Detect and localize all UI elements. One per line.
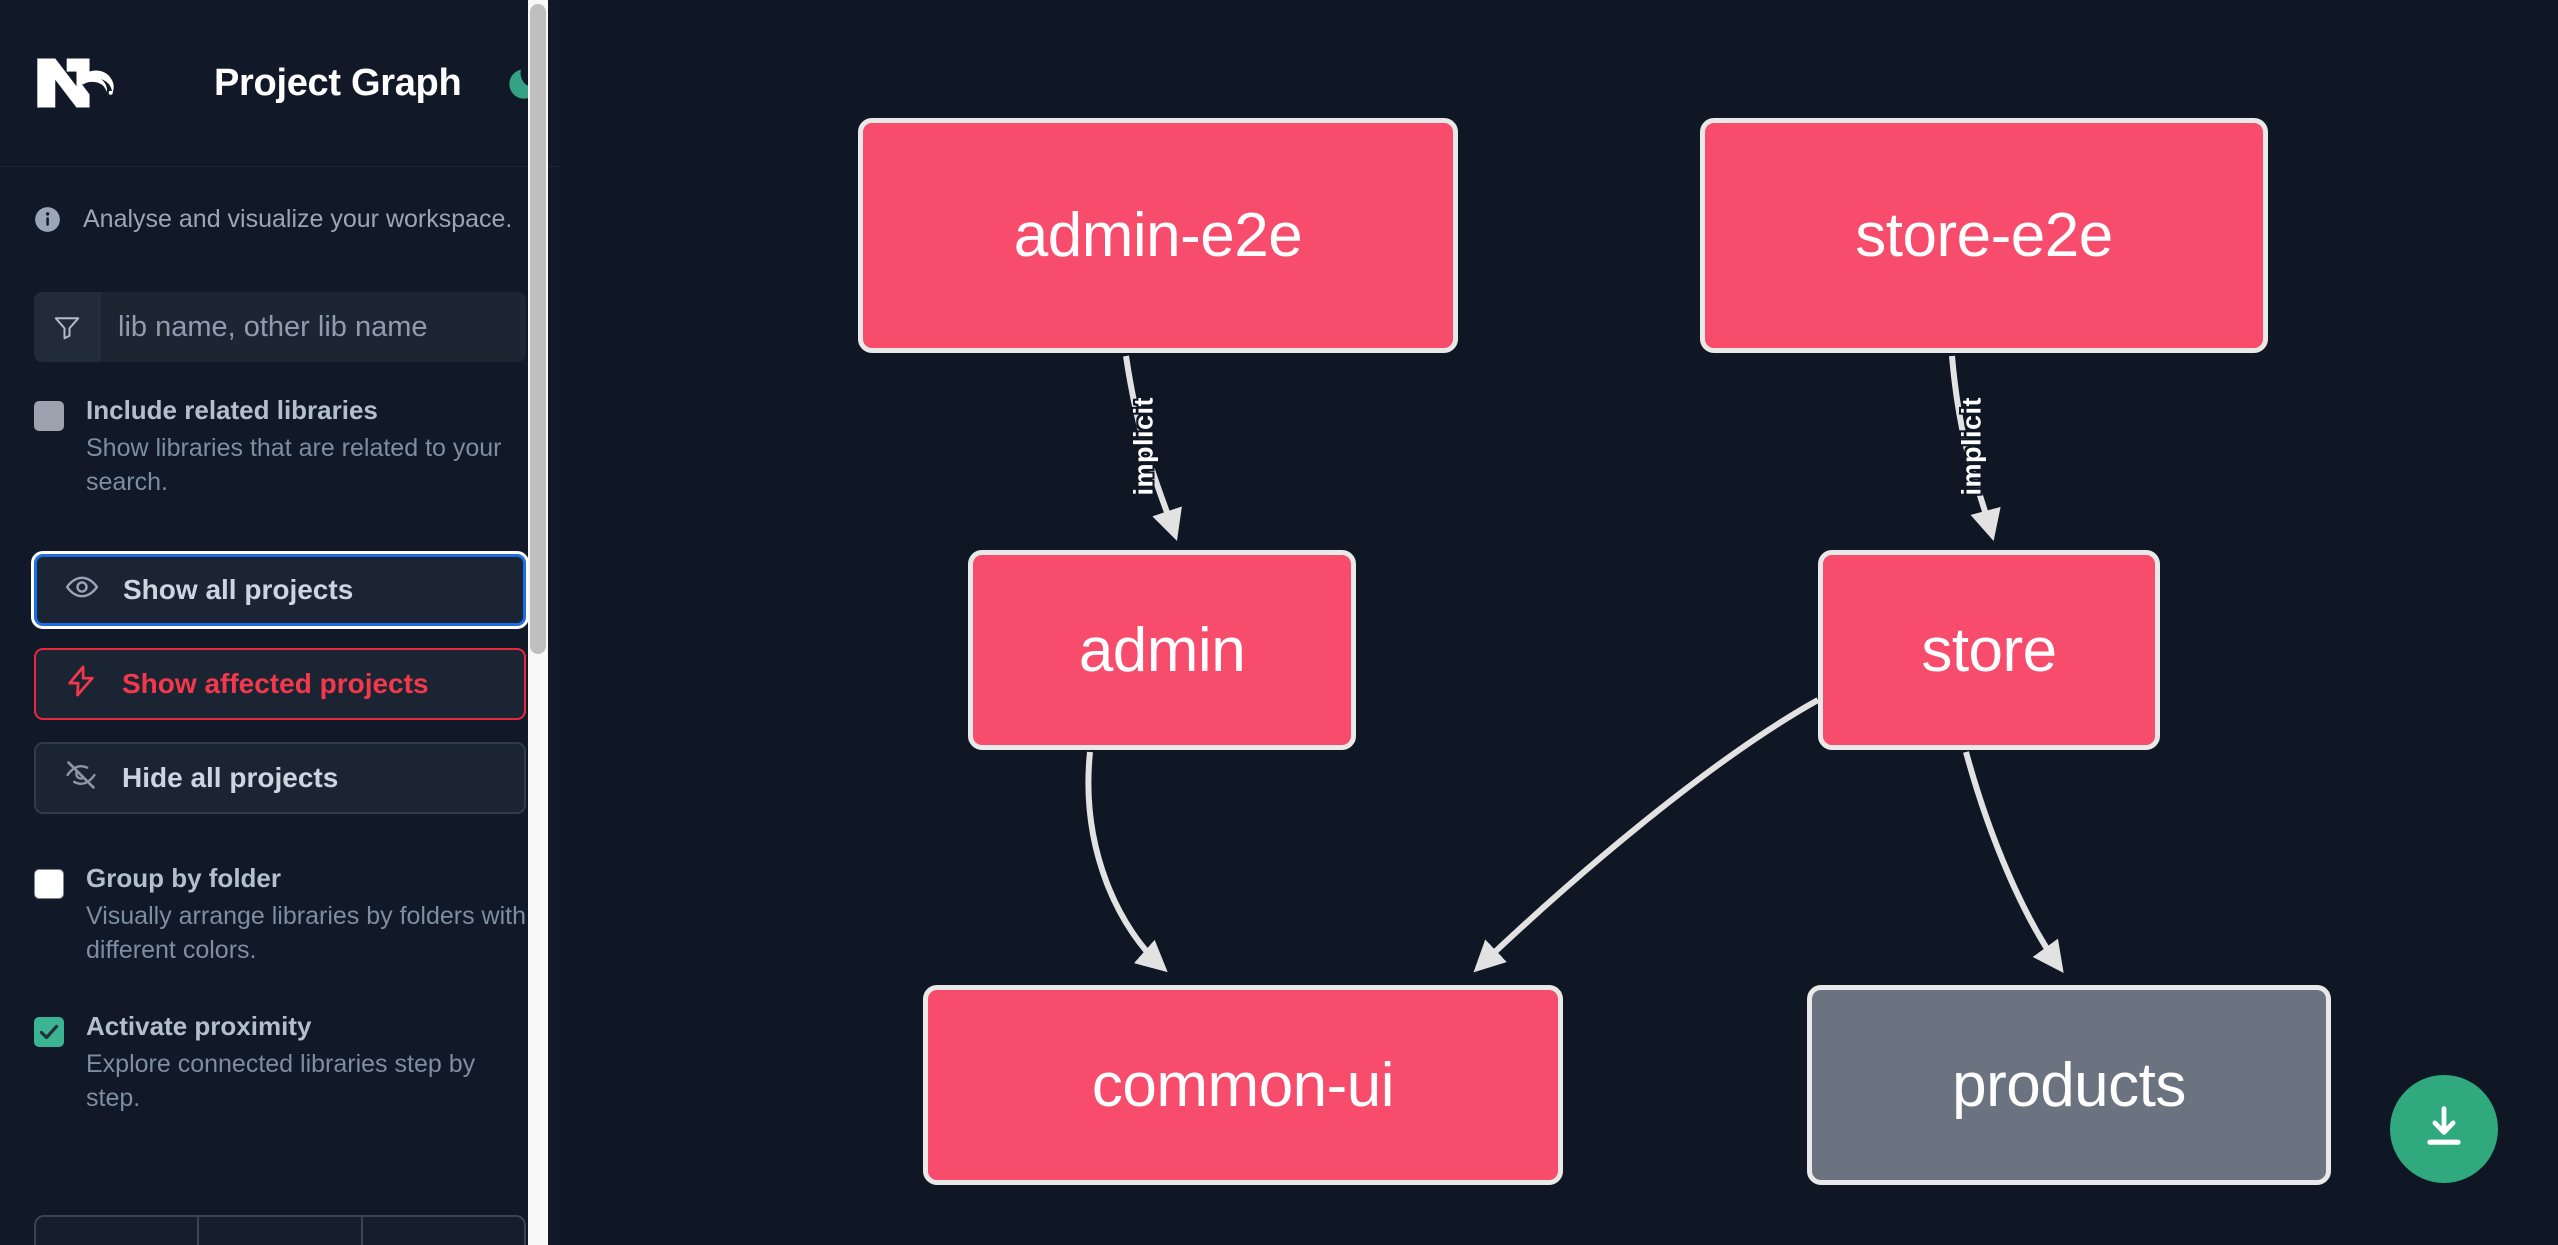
lightning-bolt-icon	[64, 664, 98, 703]
checkbox-row-group-by-folder[interactable]: Group by folder Visually arrange librari…	[34, 862, 527, 968]
sidebar: Project Graph Analyse and visualize your…	[0, 0, 560, 1245]
info-icon	[34, 206, 61, 233]
group-by-folder-label: Group by folder	[86, 862, 281, 893]
download-icon	[2418, 1101, 2470, 1158]
show-affected-projects-button[interactable]: Show affected projects	[34, 647, 526, 720]
show-all-projects-button[interactable]: Show all projects	[31, 550, 529, 629]
edge-label-store-e2e-to-store: implicit	[1956, 396, 1987, 496]
include-related-libraries-label: Include related libraries	[86, 395, 378, 425]
graph-edges	[1085, 355, 2064, 974]
eye-off-icon	[64, 758, 98, 797]
graph-node-admin-e2e[interactable]: admin-e2e	[858, 118, 1458, 353]
edge-store-to-products	[1963, 751, 2064, 974]
edge-store-to-common-ui	[1473, 697, 1820, 973]
activate-proximity-label: Activate proximity	[86, 1010, 312, 1041]
graph-node-label: store-e2e	[1855, 201, 2113, 270]
graph-node-label: common-ui	[1091, 1050, 1395, 1120]
sidebar-scrollbar-thumb[interactable]	[530, 4, 546, 654]
proximity-step-option-3[interactable]	[362, 1217, 524, 1245]
graph-node-store[interactable]: store	[1818, 550, 2160, 750]
hide-all-projects-label: Hide all projects	[122, 761, 339, 793]
tagline-text: Analyse and visualize your workspace.	[83, 205, 513, 233]
activate-proximity-description: Explore connected libraries step by step…	[86, 1049, 476, 1113]
graph-node-products[interactable]: products	[1807, 985, 2331, 1185]
show-affected-projects-label: Show affected projects	[122, 667, 429, 699]
sidebar-body: Analyse and visualize your workspace. In…	[0, 205, 560, 1116]
graph-node-store-e2e[interactable]: store-e2e	[1700, 118, 2268, 353]
group-by-folder-description: Visually arrange libraries by folders wi…	[86, 901, 527, 965]
graph-canvas[interactable]: admin-e2e store-e2e admin store common-u…	[560, 0, 2558, 1245]
graph-node-label: admin	[1078, 615, 1246, 685]
graph-node-label: products	[1952, 1050, 2186, 1120]
include-related-libraries-description: Show libraries that are related to your …	[86, 433, 502, 497]
edge-store-e2e-to-store	[1949, 355, 2001, 542]
graph-node-admin[interactable]: admin	[968, 550, 1356, 750]
graph-node-label: store	[1921, 615, 2057, 685]
edge-label-admin-e2e-to-admin: implicit	[1128, 396, 1159, 496]
graph-node-label: admin-e2e	[1013, 201, 1303, 270]
group-by-folder-checkbox[interactable]	[34, 868, 64, 899]
nx-logo-icon	[34, 52, 132, 114]
sidebar-header: Project Graph	[0, 0, 560, 167]
search-input[interactable]	[100, 292, 526, 362]
checkbox-row-activate-proximity[interactable]: Activate proximity Explore connected lib…	[34, 1010, 526, 1116]
hide-all-projects-button[interactable]: Hide all projects	[34, 741, 526, 814]
sidebar-scrollbar[interactable]	[528, 0, 548, 1245]
download-graph-button[interactable]	[2390, 1075, 2498, 1183]
include-related-libraries-checkbox[interactable]	[34, 401, 64, 431]
workspace-tagline: Analyse and visualize your workspace.	[34, 205, 526, 234]
edge-admin-e2e-to-admin	[1123, 355, 1182, 541]
edge-admin-to-common-ui	[1085, 751, 1168, 973]
visibility-button-group: Show all projects Show affected projects	[31, 550, 529, 814]
proximity-step-button-group[interactable]	[34, 1215, 526, 1245]
eye-icon	[65, 570, 99, 609]
page-title: Project Graph	[214, 61, 462, 104]
show-all-projects-label: Show all projects	[123, 573, 354, 605]
proximity-step-option-1[interactable]	[36, 1217, 200, 1245]
activate-proximity-checkbox[interactable]	[34, 1016, 64, 1047]
checkbox-row-include-related-libraries[interactable]: Include related libraries Show libraries…	[34, 395, 526, 500]
filter-bar[interactable]	[34, 292, 526, 362]
funnel-filter-icon	[34, 292, 100, 362]
proximity-step-option-2[interactable]	[199, 1217, 363, 1245]
graph-node-common-ui[interactable]: common-ui	[923, 985, 1563, 1185]
